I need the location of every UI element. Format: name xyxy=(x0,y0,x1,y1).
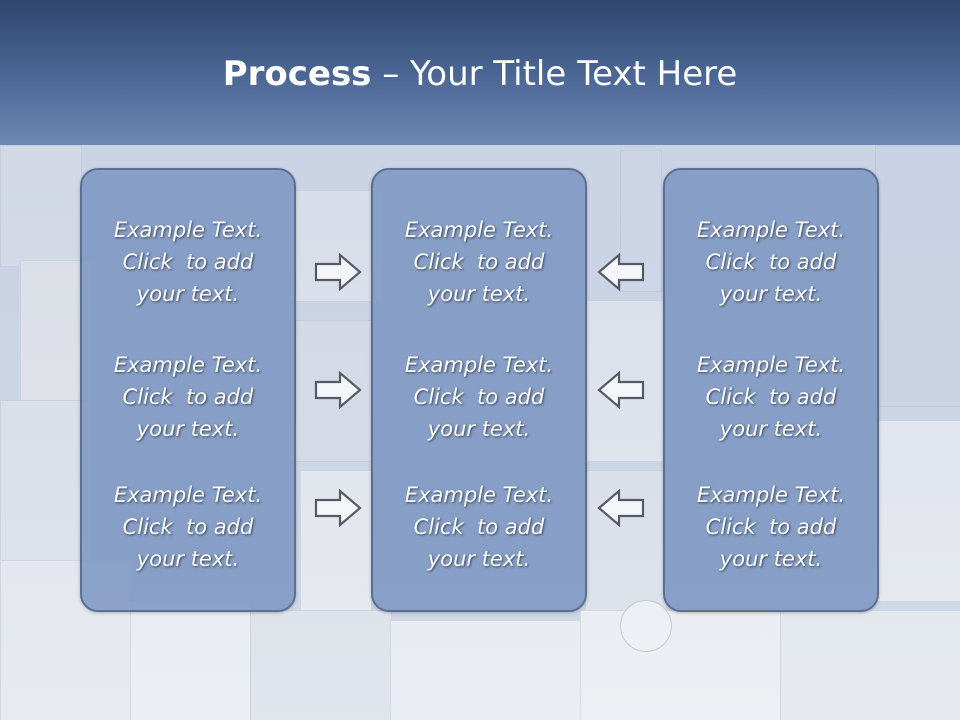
title-bar xyxy=(0,0,960,145)
slide-title[interactable]: Process – Your Title Text Here xyxy=(0,54,960,94)
left-arrow-icon xyxy=(597,370,645,410)
right-arrow-icon xyxy=(314,488,362,528)
right-arrow-icon xyxy=(314,370,362,410)
left-arrow-icon xyxy=(597,488,645,528)
title-bold-text: Process xyxy=(222,54,372,94)
right-arrow-icon xyxy=(314,252,362,292)
left-arrow-icon xyxy=(597,252,645,292)
title-rest-text: – Your Title Text Here xyxy=(371,54,738,94)
